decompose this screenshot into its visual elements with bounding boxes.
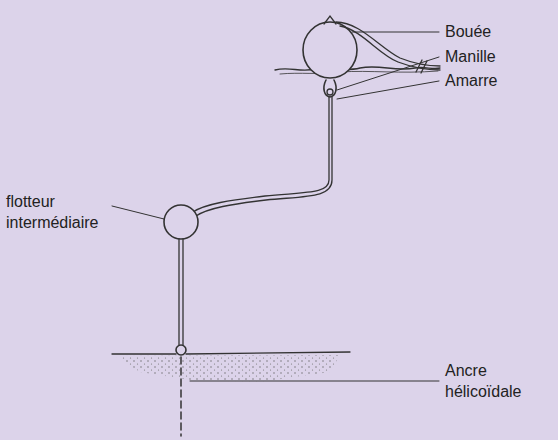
intermediate-float <box>164 205 198 239</box>
part-label: Ancre hélicoïdale <box>445 360 549 402</box>
break-mark <box>416 60 427 73</box>
buoy <box>303 22 357 78</box>
anchor-eye <box>176 345 186 355</box>
shackle-pin <box>327 89 333 95</box>
part-label: Manille <box>445 46 555 67</box>
part-label: Bouée <box>445 21 555 42</box>
mooring-line <box>193 97 329 212</box>
leader-line <box>337 81 439 99</box>
mooring-line <box>196 97 332 216</box>
buoy-top <box>324 16 336 24</box>
sea-bed-stipple <box>115 355 340 382</box>
part-label: Amarre <box>445 70 555 91</box>
chain <box>179 239 183 345</box>
leader-line <box>352 32 439 33</box>
leader-line <box>337 57 439 90</box>
buoy-rope <box>340 26 440 70</box>
sea-bed <box>112 352 350 354</box>
leader-line <box>112 206 164 219</box>
shackle <box>324 80 336 97</box>
buoy-rope <box>336 22 440 66</box>
part-label: flotteur intermédiaire <box>6 191 118 233</box>
water-surface <box>280 71 438 74</box>
